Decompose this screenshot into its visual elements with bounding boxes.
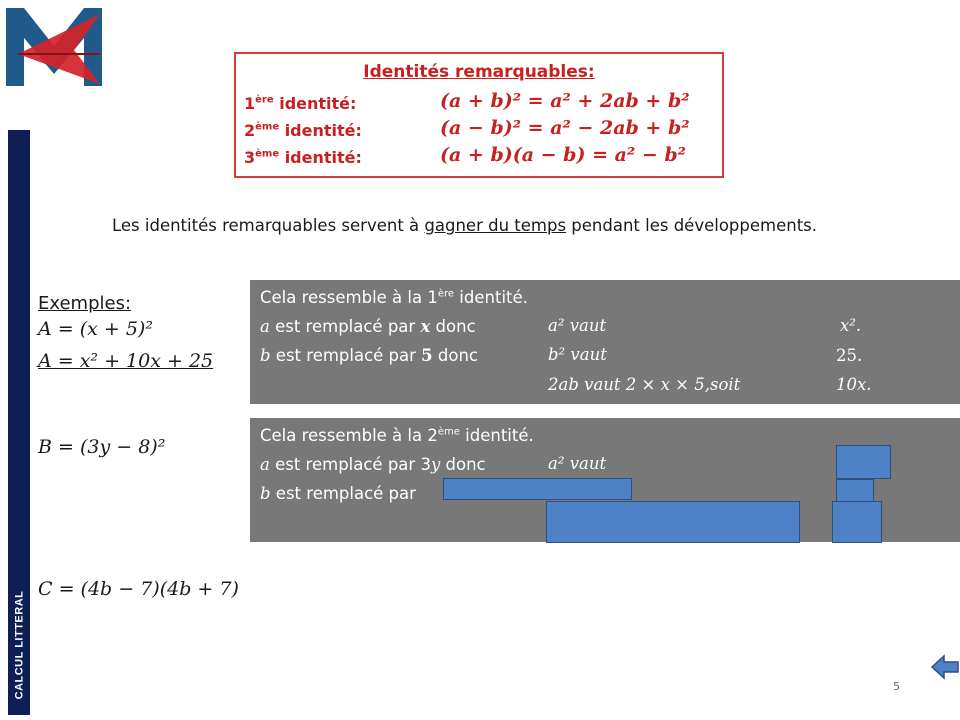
panel-a-line4-value: 2ab vaut 2 × x × 5,soit [548,375,741,394]
page-number: 5 [893,680,900,693]
identity-label-2: 2ème identité: [244,121,362,140]
identity-formula-1: (a + b)² = a² + 2ab + b² [440,90,690,112]
panel-b-line1: Cela ressemble à la 2ème identité. [260,426,534,445]
back-arrow-icon[interactable] [930,654,960,680]
identity-row-2: 2ème identité: (a − b)² = a² − 2ab + b² [244,117,716,145]
panel-a-line4-result: 10x. [836,375,872,394]
panel-a-line3-result: 25. [836,346,863,365]
panel-a-line1: Cela ressemble à la 1ère identité. [260,288,528,307]
intro-sentence: Les identités remarquables servent à gag… [112,216,818,235]
reveal-mask-2ab[interactable] [546,501,800,543]
panel-b-line2: a est remplacé par 3y donc [260,455,486,474]
identities-title: Identités remarquables: [363,62,595,82]
example-c: C = (4b − 7)(4b + 7) [38,578,239,600]
panel-a-line3-value: b² vaut [548,345,607,364]
identity-label-3: 3ème identité: [244,148,362,167]
intro-underlined: gagner du temps [424,216,567,235]
example-b: B = (3y − 8)² [38,436,166,458]
reveal-mask-2ab-result[interactable] [832,501,882,543]
sidebar-bar [8,130,30,715]
panel-a-line2-value: a² vaut [548,316,607,335]
sidebar-label: CALCUL LITTERAL [13,590,26,700]
reveal-mask-b-value[interactable] [443,478,632,500]
example-a-line2: A = x² + 10x + 25 [38,350,214,372]
identity-row-1: 1ère identité: (a + b)² = a² + 2ab + b² [244,90,716,118]
panel-a-line2: a est remplacé par x donc [260,317,476,336]
identity-formula-2: (a − b)² = a² − 2ab + b² [440,117,690,139]
identity-row-3: 3ème identité: (a + b)(a − b) = a² − b² [244,144,716,172]
panel-b-line2-value: a² vaut [548,454,607,473]
panel-b-line3: b est remplacé par [260,484,416,503]
identity-formula-3: (a + b)(a − b) = a² − b² [440,144,686,166]
identities-box: Identités remarquables: 1ère identité: (… [234,52,724,178]
explanation-panel-a: Cela ressemble à la 1ère identité. a est… [250,280,960,404]
example-a-line1: A = (x + 5)² [38,318,153,340]
reveal-mask-b-squared[interactable] [836,479,874,503]
identity-label-1: 1ère identité: [244,94,357,113]
reveal-mask-a-squared[interactable] [836,445,891,479]
logo-icon [6,8,102,86]
examples-title: Exemples: [38,293,132,314]
panel-a-line3: b est remplacé par 5 donc [260,346,478,365]
panel-a-line2-result: x². [840,316,862,335]
